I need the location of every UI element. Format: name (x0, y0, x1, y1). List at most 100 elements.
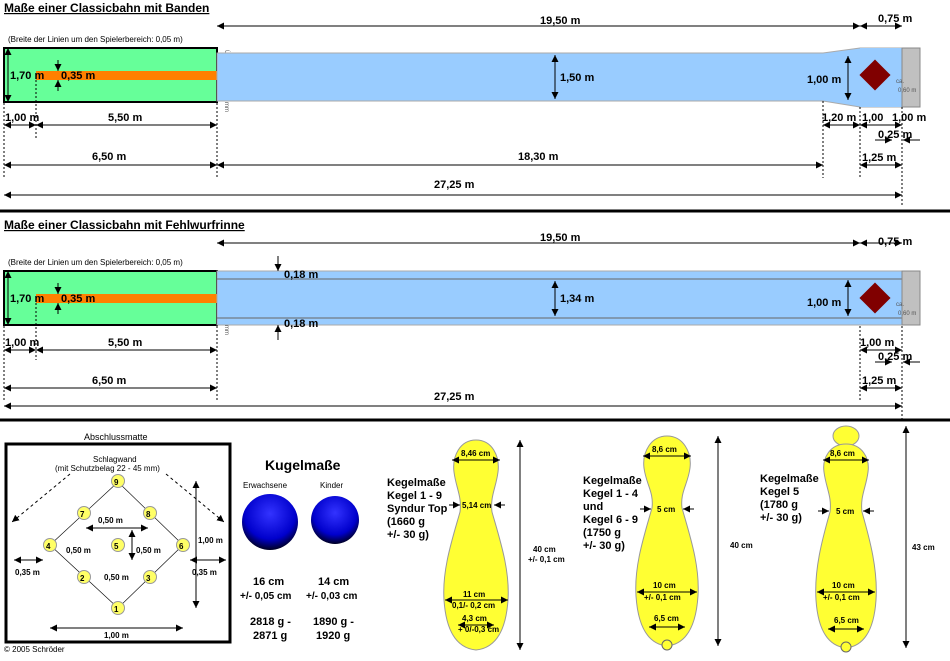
label2-19-50: 19,50 m (540, 232, 581, 244)
label2-5-50: 5,50 m (108, 337, 142, 349)
section-fehlwurfrinne: Maße einer Classicbahn mit Fehlwurfrinne… (3, 218, 921, 420)
label2-1-00-pin: 1,00 m (860, 337, 894, 349)
pin3-crown (832, 425, 860, 447)
label-0-35: 0,35 m (61, 70, 95, 82)
label-pin-050-a: 0,50 m (98, 516, 123, 525)
pin3-line1: Kegelmaße (760, 473, 819, 485)
label2-0-75: 0,75 m (878, 236, 912, 248)
label-pin-100-h: 1,00 m (104, 631, 129, 640)
label-pin-100-v: 1,00 m (198, 536, 223, 545)
run-up-line-2 (36, 294, 217, 303)
end-zone-width-2: 0,60 m (898, 311, 916, 317)
lane-surface-2 (216, 270, 903, 326)
pin1-base: 4,3 cm (462, 614, 487, 623)
label-27-25: 27,25 m (434, 179, 475, 191)
pin1-top-w: 8,46 cm (461, 449, 490, 458)
pin-number-1: 1 (114, 605, 119, 614)
pin-standard: Kegelmaße Kegel 1 - 4 und Kegel 6 - 9 (1… (583, 435, 753, 651)
end-zone-2 (901, 270, 921, 326)
pin2-line2: Kegel 1 - 4 (583, 488, 639, 500)
copyright: © 2005 Schröder (4, 645, 65, 654)
pin-number-7: 7 (80, 510, 85, 519)
end-zone-ca: ca. (896, 79, 904, 85)
pin-spot-1: 1 (111, 601, 125, 615)
line-width-note-2: (Breite der Linien um den Spielerbereich… (8, 258, 183, 267)
pin2-line3: und (583, 501, 603, 513)
pin3-base: 6,5 cm (834, 616, 859, 625)
pin2-top-w: 8,6 cm (652, 445, 677, 454)
pin3-neck: 5 cm (836, 507, 854, 516)
pin-number-5: 5 (114, 542, 119, 551)
label2-1-00-width: 1,00 m (807, 297, 841, 309)
pin1-line1: Kegelmaße (387, 477, 446, 489)
pin1-line2: Kegel 1 - 9 (387, 490, 442, 502)
child-ball (311, 496, 359, 544)
label-pin-035-l: 0,35 m (15, 568, 40, 577)
child-ball-size: 14 cm (318, 576, 349, 588)
pin-number-3: 3 (146, 574, 151, 583)
label2-1-00: 1,00 m (5, 337, 39, 349)
end-zone (901, 47, 921, 108)
label-0-75: 0,75 m (878, 13, 912, 25)
pin-number-8: 8 (146, 510, 151, 519)
run-up-line (36, 71, 217, 80)
pin-spot-9: 9 (111, 474, 125, 488)
balls-child-label: Kinder (320, 481, 343, 490)
section2-title: Maße einer Classicbahn mit Fehlwurfrinne (4, 218, 245, 232)
pin1-neck: 5,14 cm (462, 501, 491, 510)
pin-number-2: 2 (80, 574, 85, 583)
pin-spot-4: 4 (43, 538, 57, 552)
pin2-height: 40 cm (730, 541, 753, 550)
balls-title: Kugelmaße (265, 457, 341, 473)
label-1-34: 1,34 m (560, 293, 594, 305)
wall-arrow-left (11, 473, 71, 523)
pin2-neck: 5 cm (657, 505, 675, 514)
end-zone-width: 0,60 m (898, 88, 916, 94)
pin1-belly-tol: 0,1/- 0,2 cm (452, 601, 495, 610)
label-pin-050-b: 0,50 m (66, 546, 91, 555)
pin3-line3: (1780 g (760, 499, 798, 511)
wall-label: Schlagwand (93, 455, 137, 464)
pin1-base-tol: + 0/-0,3 cm (458, 625, 499, 634)
label2-27-25: 27,25 m (434, 391, 475, 403)
adult-ball-size: 16 cm (253, 576, 284, 588)
label-0-25: 0,25 m (878, 129, 912, 141)
pin3-belly-tol: +/- 0,1 cm (823, 593, 860, 602)
pin-king: Kegelmaße Kegel 5 (1780 g +/- 30 g) 8,6 … (760, 425, 935, 653)
pin3-belly: 10 cm (832, 581, 855, 590)
label-6-50: 6,50 m (92, 151, 126, 163)
pin-spot-5: 5 (111, 538, 125, 552)
pin1-belly: 11 cm (463, 590, 485, 599)
adult-ball-w1: 2818 g - (250, 616, 291, 628)
pin2-line4: Kegel 6 - 9 (583, 514, 638, 526)
adult-ball-w2: 2871 g (253, 630, 287, 642)
adult-ball (242, 494, 298, 550)
label-19-50: 19,50 m (540, 15, 581, 27)
label-5-50: 5,50 m (108, 112, 142, 124)
pin2-belly: 10 cm (653, 581, 676, 590)
pin3-top-w: 8,6 cm (830, 449, 855, 458)
line-width-note: (Breite der Linien um den Spielerbereich… (8, 35, 183, 44)
pin-spot-8: 8 (143, 506, 157, 520)
pin-spot-3: 3 (143, 570, 157, 584)
pin2-belly-tol: +/- 0,1 cm (644, 593, 681, 602)
label-1-00-pin-b: 1,00 m (892, 112, 926, 124)
pin1-line5: +/- 30 g) (387, 529, 429, 541)
pin-spot-2: 2 (77, 570, 91, 584)
pin1-height: 40 cm (533, 545, 556, 554)
child-ball-w2: 1920 g (316, 630, 350, 642)
section1-title: Maße einer Classicbahn mit Banden (4, 1, 209, 15)
mat-title: Abschlussmatte (84, 432, 148, 442)
label-0-18-bot: 0,18 m (284, 318, 318, 330)
label-1-20: 1,20 m (822, 112, 856, 124)
pin-layout: Abschlussmatte Schlagwand (mit Schutzbel… (4, 432, 232, 654)
pin1-line3: Syndur Top (387, 503, 448, 515)
label-1-00-pin-a: 1,00 (862, 112, 883, 124)
ball-dimensions: Kugelmaße Erwachsene Kinder 16 cm +/- 0,… (240, 457, 359, 642)
label-1-50: 1,50 m (560, 72, 594, 84)
pin-spot-7: 7 (77, 506, 91, 520)
pin2-line1: Kegelmaße (583, 475, 642, 487)
pin3-base-peg (840, 641, 852, 653)
label2-0-35: 0,35 m (61, 293, 95, 305)
